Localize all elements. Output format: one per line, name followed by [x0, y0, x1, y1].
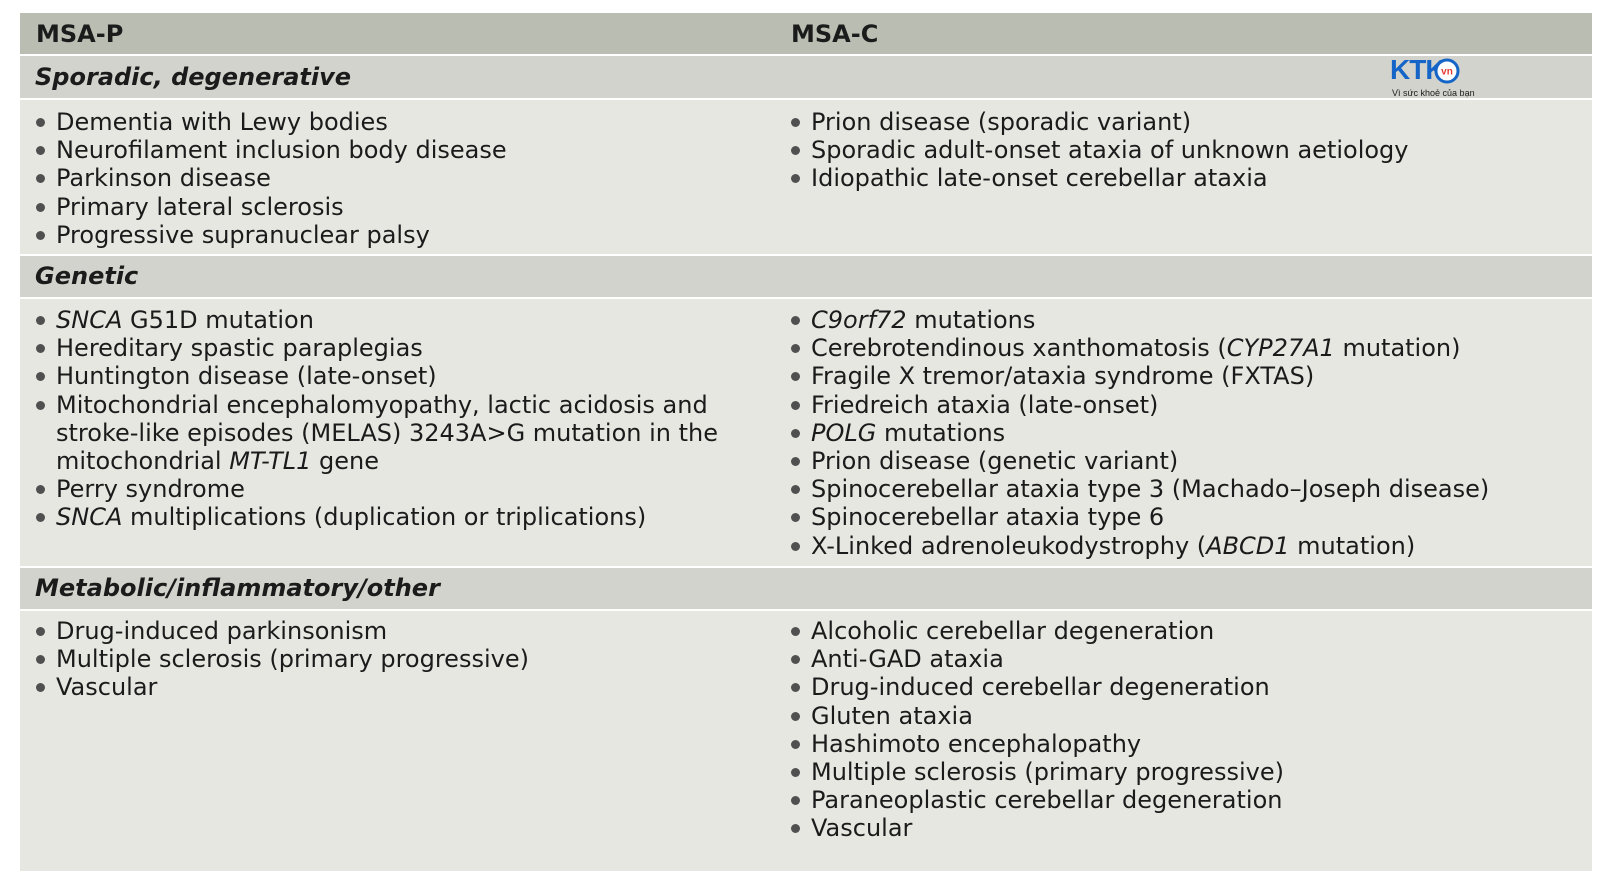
list-item: X-Linked adrenoleukodystrophy (ABCD1 mut…: [791, 532, 1489, 560]
list-item: Multiple sclerosis (primary progressive): [791, 758, 1284, 786]
list-item: Alcoholic cerebellar degeneration: [791, 617, 1284, 645]
list-item: Gluten ataxia: [791, 702, 1284, 730]
section-title: Metabolic/inflammatory/other: [35, 574, 440, 602]
list-item: Parkinson disease: [36, 164, 507, 192]
header-msa-p: MSA-P: [36, 20, 124, 48]
list-item: Prion disease (genetic variant): [791, 447, 1489, 475]
list-item: SNCA multiplications (duplication or tri…: [36, 503, 718, 531]
list-item: Mitochondrial encephalomyopathy, lactic …: [36, 391, 718, 476]
list-item: Neurofilament inclusion body disease: [36, 136, 507, 164]
table-header-row: MSA-P MSA-C: [20, 13, 1592, 54]
section-title: Genetic: [35, 262, 139, 290]
list-item: Paraneoplastic cerebellar degeneration: [791, 786, 1284, 814]
section-title-row: Metabolic/inflammatory/other: [20, 568, 1592, 609]
list-item: Spinocerebellar ataxia type 6: [791, 503, 1489, 531]
list-item: Sporadic adult-onset ataxia of unknown a…: [791, 136, 1409, 164]
section-title-row: Sporadic, degenerative: [20, 56, 1592, 98]
logo-badge: vn: [1441, 67, 1453, 78]
section-title-row: Genetic: [20, 256, 1592, 297]
list-item: Multiple sclerosis (primary progressive): [36, 645, 529, 673]
list-item: Vascular: [36, 673, 529, 701]
list-item: Drug-induced cerebellar degeneration: [791, 673, 1284, 701]
msa-c-list: Prion disease (sporadic variant)Sporadic…: [791, 108, 1409, 193]
list-item: Hashimoto encephalopathy: [791, 730, 1284, 758]
list-item: Friedreich ataxia (late-onset): [791, 391, 1489, 419]
list-item: Progressive supranuclear palsy: [36, 221, 507, 249]
list-item: Vascular: [791, 814, 1284, 842]
list-item: Anti-GAD ataxia: [791, 645, 1284, 673]
list-item: SNCA G51D mutation: [36, 306, 718, 334]
list-item: Prion disease (sporadic variant): [791, 108, 1409, 136]
list-item: Perry syndrome: [36, 475, 718, 503]
header-msa-c: MSA-C: [791, 20, 879, 48]
list-item: Drug-induced parkinsonism: [36, 617, 529, 645]
list-item: Huntington disease (late-onset): [36, 362, 718, 390]
logo-tagline: Vì sức khoẻ của bạn: [1392, 88, 1475, 98]
list-item: Primary lateral sclerosis: [36, 193, 507, 221]
list-item: Fragile X tremor/ataxia syndrome (FXTAS): [791, 362, 1489, 390]
ktk-logo-icon: KTK vn Vì sức khoẻ của bạn: [1390, 54, 1475, 98]
list-item: Cerebrotendinous xanthomatosis (CYP27A1 …: [791, 334, 1489, 362]
list-item: POLG mutations: [791, 419, 1489, 447]
list-item: C9orf72 mutations: [791, 306, 1489, 334]
section-title: Sporadic, degenerative: [35, 63, 352, 91]
list-item: Dementia with Lewy bodies: [36, 108, 507, 136]
list-item: Hereditary spastic paraplegias: [36, 334, 718, 362]
list-item: Spinocerebellar ataxia type 3 (Machado–J…: [791, 475, 1489, 503]
list-item: Idiopathic late-onset cerebellar ataxia: [791, 164, 1409, 192]
differential-diagnosis-table: MSA-P MSA-C Sporadic, degenerative Demen…: [20, 13, 1592, 871]
